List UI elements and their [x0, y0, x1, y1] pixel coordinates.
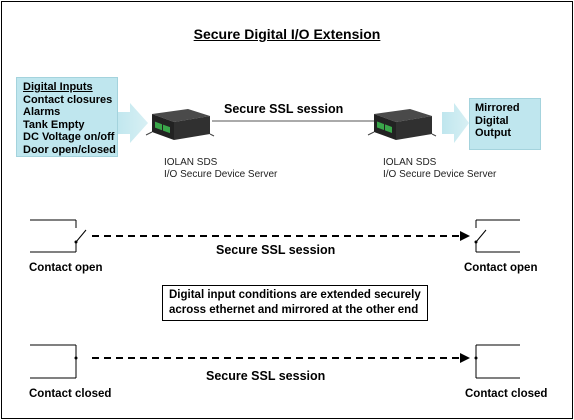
open-session-label: Secure SSL session	[216, 243, 336, 257]
input-item: Contact closures	[23, 93, 113, 106]
right-device-desc: I/O Secure Device Server	[383, 169, 497, 180]
closed-session-label: Secure SSL session	[206, 369, 326, 383]
right-device-name: IOLAN SDS	[383, 157, 437, 168]
right-device-label: IOLAN SDS I/O Secure Device Server	[383, 157, 496, 181]
right-closed-switch	[474, 344, 520, 379]
left-device-desc: I/O Secure Device Server	[164, 169, 278, 180]
input-item: DC Voltage on/off	[23, 131, 115, 143]
info-note-box: Digital input conditions are extended se…	[162, 285, 428, 321]
output-line: Mirrored	[475, 102, 520, 114]
input-item: Tank Empty	[23, 118, 85, 131]
digital-inputs-heading: Digital Inputs	[23, 81, 93, 93]
diagram-title: Secure Digital I/O Extension	[193, 26, 381, 42]
top-ssl-session-label: Secure SSL session	[224, 102, 344, 116]
right-device-icon	[367, 109, 437, 140]
digital-inputs-box: Digital Inputs Contact closures Alarms T…	[16, 77, 118, 157]
output-arrow	[442, 103, 469, 143]
mirrored-output-box: Mirrored Digital Output	[469, 98, 541, 150]
open-session-arrowhead	[460, 231, 470, 241]
note-line-2: across ethernet and mirrored at the othe…	[169, 304, 419, 316]
left-closed-switch	[30, 344, 78, 379]
right-contact-open-label: Contact open	[464, 262, 538, 274]
left-device-name: IOLAN SDS	[164, 157, 218, 168]
input-arrow	[115, 103, 148, 143]
note-line-1: Digital input conditions are extended se…	[169, 289, 421, 301]
left-contact-open-label: Contact open	[29, 262, 103, 274]
right-open-switch	[474, 219, 520, 253]
left-device-icon	[145, 109, 215, 140]
output-line: Output	[475, 127, 512, 139]
right-contact-closed-label: Contact closed	[465, 388, 548, 400]
output-line: Digital	[475, 114, 509, 127]
closed-session-arrowhead	[460, 353, 470, 363]
input-item: Door open/closed	[23, 143, 116, 156]
input-item: Alarms	[23, 106, 61, 118]
left-device-label: IOLAN SDS I/O Secure Device Server	[164, 157, 277, 181]
left-contact-closed-label: Contact closed	[29, 388, 112, 400]
left-open-switch	[30, 219, 87, 253]
